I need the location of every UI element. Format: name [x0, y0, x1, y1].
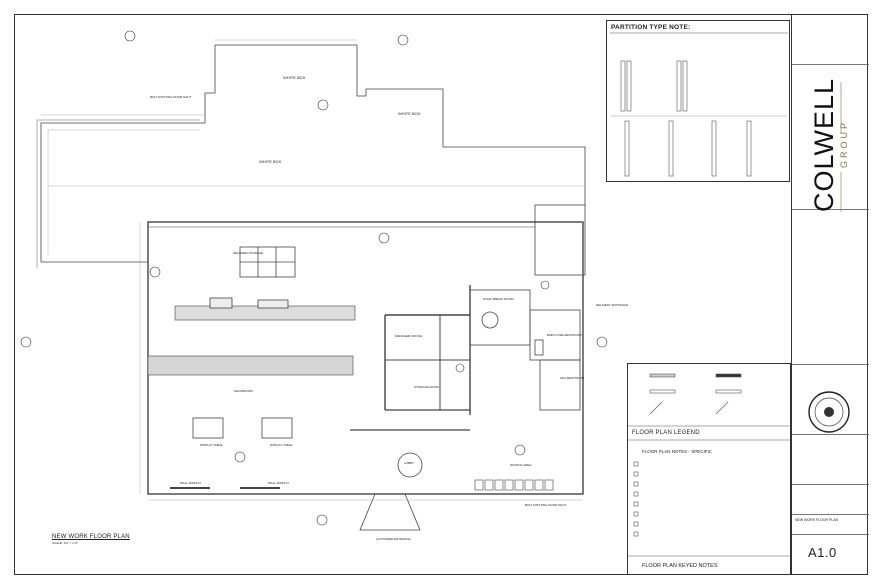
room-label: WALL DISPLAY [268, 481, 290, 485]
room-label: WAITING AREA [510, 463, 532, 467]
legend-notes-title: FLOOR PLAN NOTES - SPECIFIC [642, 449, 713, 454]
room-label: STAFF BREAK ROOM [483, 297, 514, 301]
room-label: STORAGE ROOM [414, 385, 439, 389]
room-label: WHITE BOX [283, 75, 306, 80]
room-label: ADA RESTROOM [560, 376, 585, 380]
legend-title: FLOOR PLAN LEGEND [632, 430, 700, 436]
legend-symbols [628, 373, 792, 557]
plan-scale: SCALE: 1/4" = 1'-0" [52, 541, 79, 545]
firm-logo: COLWELL GROUP [797, 60, 863, 220]
partition-type-note: PARTITION TYPE NOTE: [606, 20, 790, 182]
floor-plan-legend: FLOOR PLAN LEGEND FLOOR PLAN NOTES - SPE… [627, 363, 792, 575]
architect-seal [808, 391, 850, 433]
firm-name: COLWELL [809, 78, 839, 212]
room-label: SHOWROOM [234, 389, 253, 393]
sheet-number: A1.0 [808, 545, 837, 560]
room-label: MANAGER OFFICE [395, 334, 423, 338]
room-label: DISPLAY TABLE [270, 443, 293, 447]
plan-title: NEW WORK FLOOR PLAN [52, 534, 130, 540]
drawing-sheet [14, 14, 868, 575]
room-label: LOBBY [404, 461, 415, 465]
room-label: WALL DISPLAY [180, 481, 202, 485]
room-label: DELIVERY ENTRANCE [596, 303, 629, 307]
room-label: EMPLOYEE RESTROOM [547, 333, 582, 337]
partition-note-title: PARTITION TYPE NOTE: [611, 24, 691, 31]
firm-sub: GROUP [839, 120, 849, 168]
sheet-title: NEW WORK FLOOR PLAN [795, 518, 839, 522]
room-label: WHITE BOX [259, 159, 282, 164]
keyed-notes-title: FLOOR PLAN KEYED NOTES [642, 563, 718, 569]
plan-note: BOLT EXISTING DOOR SHUT [150, 95, 192, 99]
room-label: SECURED STORAGE [233, 251, 264, 255]
partition-details [610, 32, 788, 177]
room-label: WHITE BOX [398, 111, 421, 116]
room-label: CUSTOMER ENTRANCE [376, 537, 411, 541]
room-label: DISPLAY TABLE [200, 443, 223, 447]
title-block [791, 14, 869, 575]
plan-note: BOLT EXISTING DOOR SHUT [525, 503, 567, 507]
